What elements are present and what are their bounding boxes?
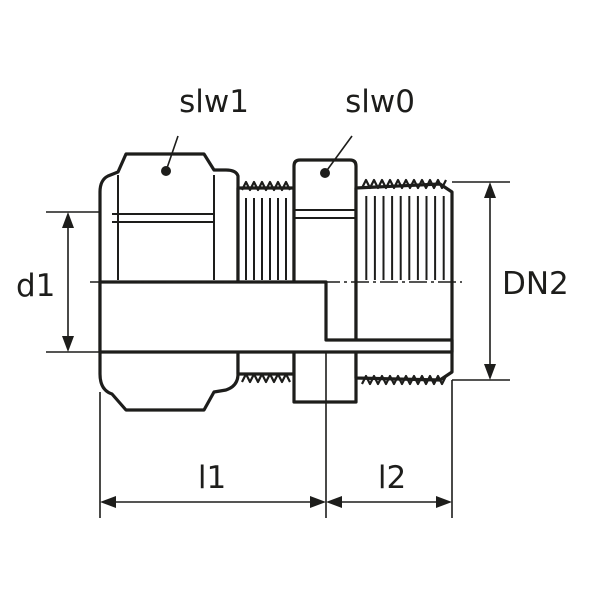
dn2-thread-top [361, 178, 447, 190]
dn2-thread-bottom [361, 374, 447, 386]
label-dn2: DN2 [502, 266, 569, 302]
thread-marks [241, 178, 447, 386]
label-l1: l1 [198, 460, 226, 496]
label-l2: l2 [378, 460, 406, 496]
dimension-l1-l2 [99, 352, 453, 518]
dimension-dn2 [452, 181, 510, 381]
neck-thread-top [241, 180, 291, 192]
dimension-d1 [46, 211, 100, 353]
slw0-leader [324, 135, 353, 174]
label-d1: d1 [16, 268, 55, 304]
neck-thread-bottom [241, 372, 291, 384]
label-slw0: slw0 [345, 84, 415, 120]
slw1-leader [165, 135, 179, 172]
label-slw1: slw1 [179, 84, 249, 120]
